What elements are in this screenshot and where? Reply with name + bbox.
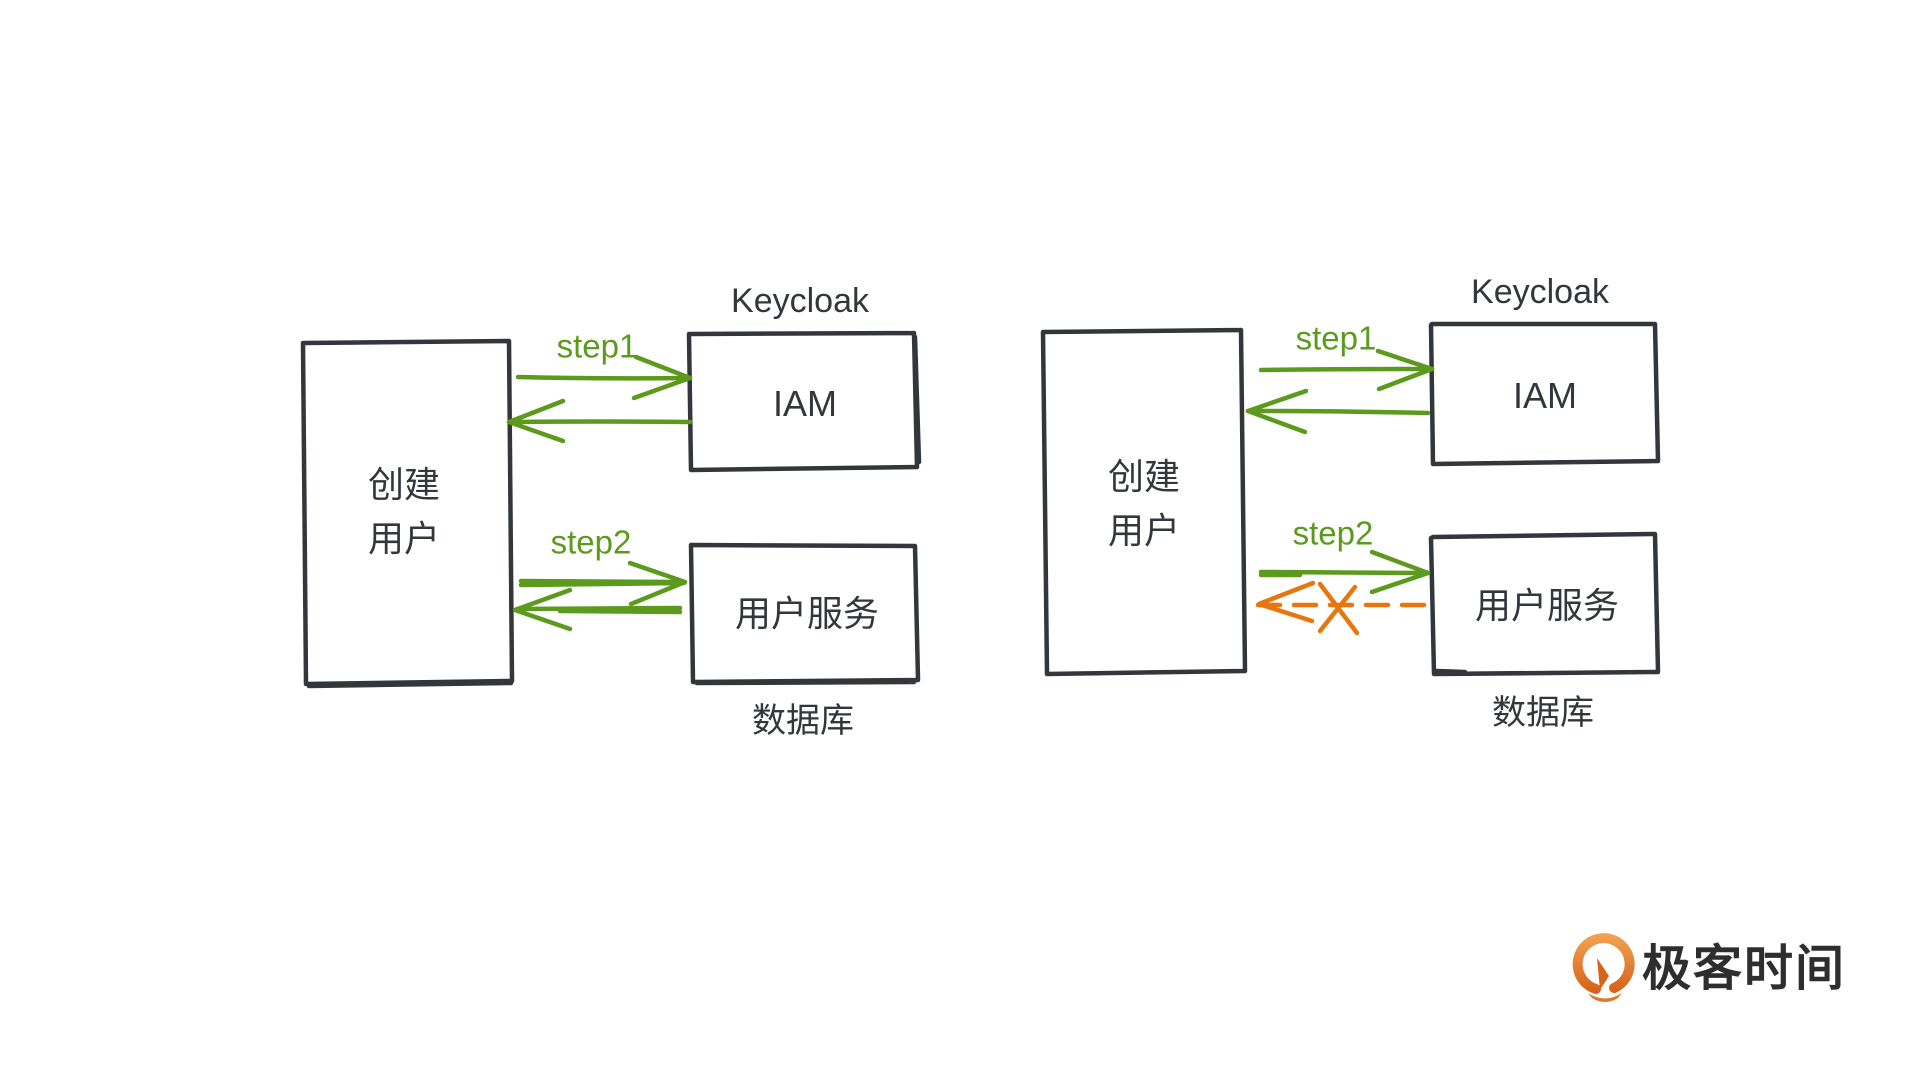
database-label: 数据库: [752, 701, 854, 741]
step1-label: step1: [1295, 319, 1377, 357]
step1-response-arrow: [506, 398, 693, 444]
keycloak-label: Keycloak: [731, 282, 869, 320]
iam-label: IAM: [1512, 375, 1578, 416]
step1-response-arrow: [1245, 388, 1431, 435]
geektime-logo-icon: [1572, 933, 1635, 1002]
step1-request-arrow: [515, 354, 693, 401]
keycloak-label: Keycloak: [1471, 273, 1609, 311]
user-service-label: 用户服务: [734, 594, 880, 635]
iam-box: [1428, 321, 1661, 467]
step1-label: step1: [556, 327, 638, 365]
database-label: 数据库: [1492, 693, 1594, 733]
create-user-label-line1: 创建: [1107, 457, 1181, 498]
diagram-before: [300, 330, 922, 689]
user-service-box: [1428, 531, 1661, 677]
step2-request-arrow: [1258, 549, 1431, 595]
create-user-label-line2: 用户: [367, 519, 441, 560]
user-service-label: 用户服务: [1474, 586, 1620, 627]
diagram-after: [1040, 321, 1661, 677]
failure-cross-icon: [1317, 581, 1360, 636]
step1-request-arrow: [1258, 348, 1435, 392]
step2-request-arrow: [518, 560, 688, 607]
geektime-logo-text: 极客时间: [1642, 940, 1847, 997]
create-user-box: [1040, 327, 1248, 677]
step2-label: step2: [1292, 514, 1374, 552]
step2-label: step2: [550, 523, 632, 561]
step2-response-arrow: [512, 587, 683, 632]
create-user-label-line2: 用户: [1107, 511, 1181, 552]
iam-box: [686, 330, 922, 473]
user-service-box: [688, 542, 921, 686]
create-user-box: [300, 338, 515, 689]
iam-label: IAM: [772, 383, 838, 424]
create-user-label-line1: 创建: [367, 465, 441, 506]
